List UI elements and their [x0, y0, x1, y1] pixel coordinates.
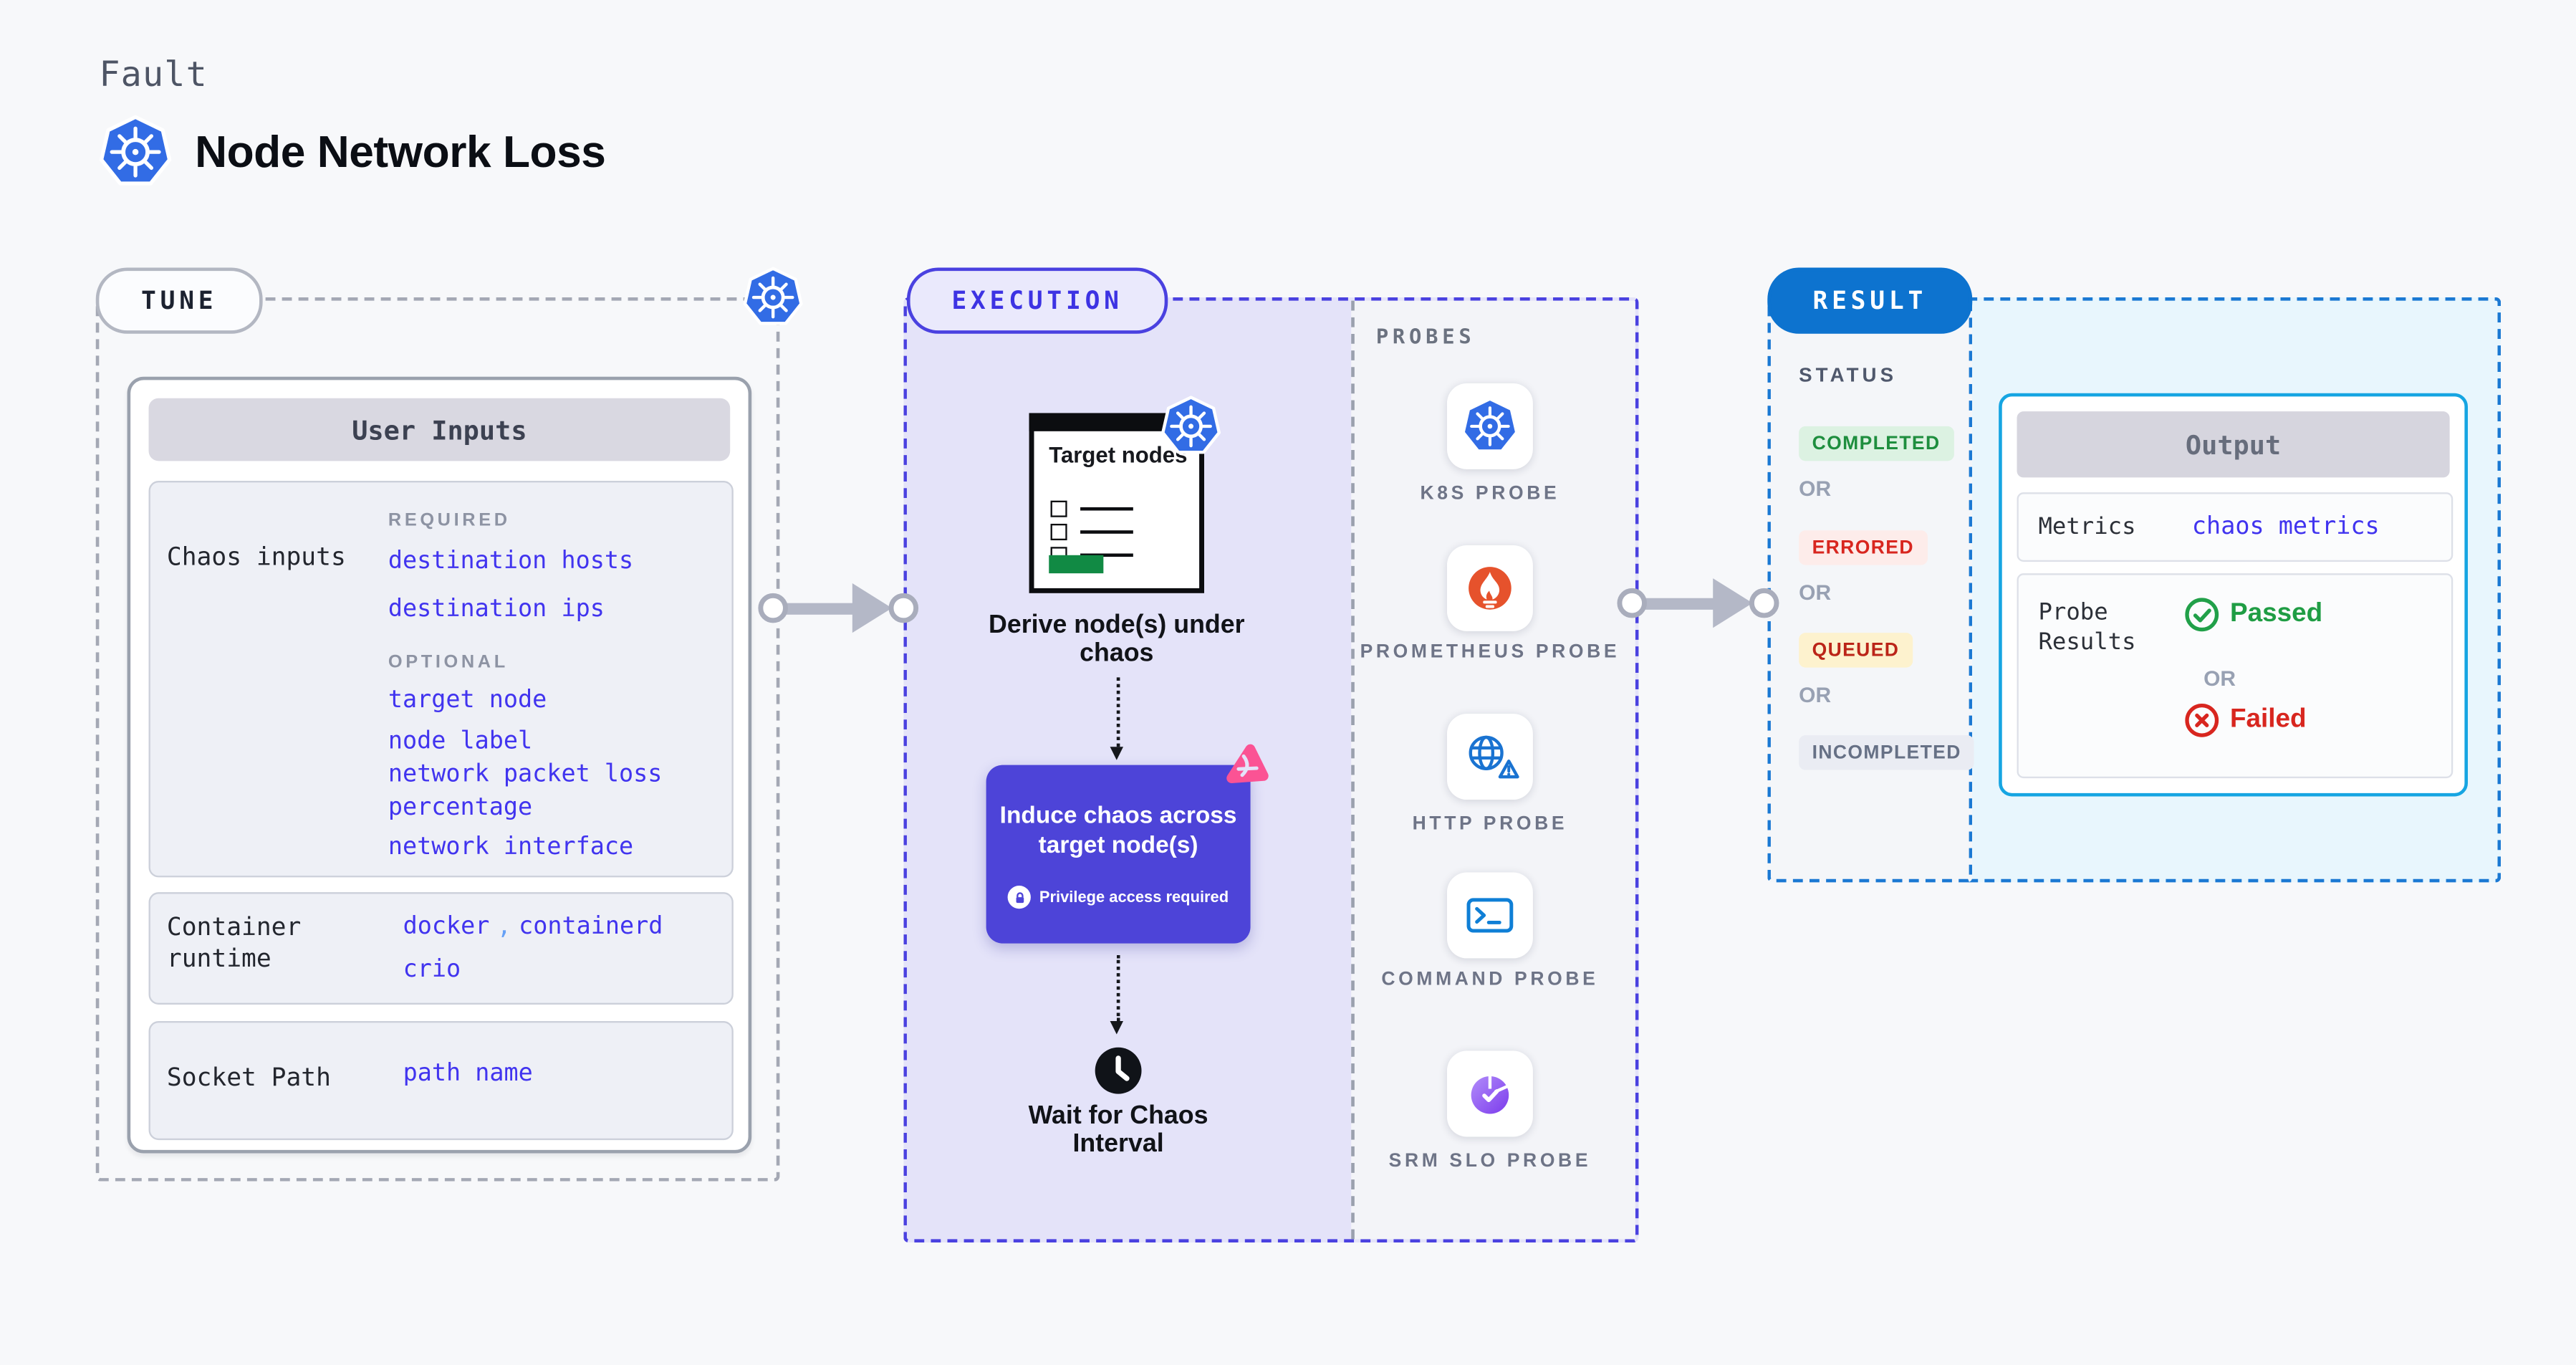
link-containerd[interactable]: containerd: [519, 914, 663, 941]
or-separator: OR: [1799, 580, 1832, 605]
check-circle-icon: [2185, 598, 2219, 632]
flow-arrow-down: [1110, 677, 1124, 760]
status-heading: STATUS: [1799, 363, 1898, 387]
result-status-panel: STATUS COMPLETED OR ERRORED OR QUEUED OR…: [1767, 297, 1975, 883]
result-badge: RESULT: [1767, 267, 1973, 334]
comma-separator: ,: [496, 914, 511, 941]
target-nodes-label: Target nodes: [1049, 442, 1188, 468]
clock-icon: [1095, 1047, 1142, 1094]
link-network-packet-loss-percentage[interactable]: network packet loss percentage: [388, 762, 663, 822]
prometheus-icon: [1469, 567, 1512, 610]
optional-heading: OPTIONAL: [388, 652, 509, 673]
required-heading: REQUIRED: [388, 510, 511, 531]
tune-panel: [95, 297, 780, 1182]
link-network-interface[interactable]: network interface: [388, 834, 634, 861]
link-destination-ips[interactable]: destination ips: [388, 596, 605, 623]
probe-results-label: Probe Results: [2038, 600, 2136, 656]
chaos-inputs-label: Chaos inputs: [166, 542, 346, 572]
derive-nodes-label: Derive node(s) under chaos: [989, 611, 1245, 667]
output-title: Output: [2017, 411, 2450, 478]
user-inputs-title: User Inputs: [148, 398, 731, 461]
privilege-label: Privilege access required: [1039, 888, 1229, 906]
induce-chaos-box: Induce chaos across target node(s) Privi…: [986, 744, 1269, 944]
link-target-node[interactable]: target node: [388, 687, 547, 714]
wait-chaos-interval-label: Wait for Chaos Interval: [1028, 1102, 1208, 1158]
socket-path-row: Socket Path path name: [148, 1021, 734, 1141]
chaos-litmus-icon: [1226, 744, 1269, 784]
probe-label: HTTP PROBE: [1412, 814, 1568, 835]
status-badge-errored: ERRORED: [1799, 530, 1928, 565]
or-separator: OR: [2203, 666, 2236, 691]
link-chaos-metrics[interactable]: chaos metrics: [2191, 514, 2380, 541]
status-badge-queued: QUEUED: [1799, 633, 1913, 668]
kubernetes-icon: [1160, 395, 1223, 458]
slo-pie-check-icon: [1471, 1076, 1509, 1114]
probe-label: K8S PROBE: [1420, 484, 1560, 504]
kubernetes-icon: [741, 266, 804, 329]
progress-bar: [1049, 555, 1104, 574]
chaos-inputs-row: Chaos inputs REQUIRED destination hosts …: [148, 481, 734, 878]
link-crio[interactable]: crio: [403, 957, 461, 984]
kubernetes-icon: [97, 114, 173, 190]
container-runtime-label: Container runtime: [166, 911, 302, 974]
x-circle-icon: [2185, 703, 2219, 737]
http-probe-card: [1446, 714, 1533, 800]
tune-badge: TUNE: [95, 267, 263, 334]
link-docker[interactable]: docker: [403, 914, 490, 941]
page-title-row: Node Network Loss: [97, 114, 606, 190]
prometheus-probe-card: [1446, 545, 1533, 631]
link-path-name[interactable]: path name: [403, 1060, 533, 1088]
privilege-row: Privilege access required: [986, 885, 1251, 909]
link-destination-hosts[interactable]: destination hosts: [388, 548, 634, 575]
k8s-probe-card: [1446, 383, 1533, 469]
user-inputs-card: User Inputs Chaos inputs REQUIRED destin…: [127, 376, 752, 1154]
passed-label: Passed: [2229, 600, 2323, 628]
container-runtime-row: Container runtime docker , containerd cr…: [148, 892, 734, 1005]
fault-label: Fault: [99, 54, 208, 95]
metrics-label: Metrics: [2038, 514, 2136, 541]
target-nodes-card: Target nodes: [1029, 413, 1204, 593]
kubernetes-icon: [1460, 396, 1519, 456]
status-badge-completed: COMPLETED: [1799, 426, 1953, 461]
or-separator: OR: [1799, 682, 1832, 707]
or-separator: OR: [1799, 476, 1832, 501]
page-title: Node Network Loss: [195, 126, 606, 176]
probes-heading: PROBES: [1375, 323, 1476, 349]
failed-label: Failed: [2229, 705, 2307, 734]
terminal-icon: [1466, 898, 1514, 933]
probe-label: COMMAND PROBE: [1381, 969, 1599, 990]
induce-chaos-label: Induce chaos across target node(s): [999, 803, 1237, 858]
probe-results-row: Probe Results Passed OR Failed: [2017, 573, 2454, 779]
probe-label: PROMETHEUS PROBE: [1360, 642, 1620, 663]
link-node-label[interactable]: node label: [388, 728, 533, 755]
status-badge-incompleted: INCOMPLETED: [1799, 735, 1975, 770]
http-globe-icon: [1469, 735, 1519, 779]
execution-badge: EXECUTION: [906, 267, 1168, 334]
checkbox-icon: [1050, 500, 1067, 517]
metrics-row: Metrics chaos metrics: [2017, 492, 2454, 562]
socket-path-label: Socket Path: [166, 1062, 331, 1093]
flow-arrow-down: [1110, 954, 1124, 1035]
command-probe-card: [1446, 872, 1533, 959]
lock-icon: [1008, 885, 1032, 909]
output-card: Output Metrics chaos metrics Probe Resul…: [1999, 393, 2469, 797]
srm-slo-probe-card: [1446, 1050, 1533, 1137]
probe-label: SRM SLO PROBE: [1388, 1151, 1592, 1172]
checkbox-icon: [1050, 523, 1067, 541]
